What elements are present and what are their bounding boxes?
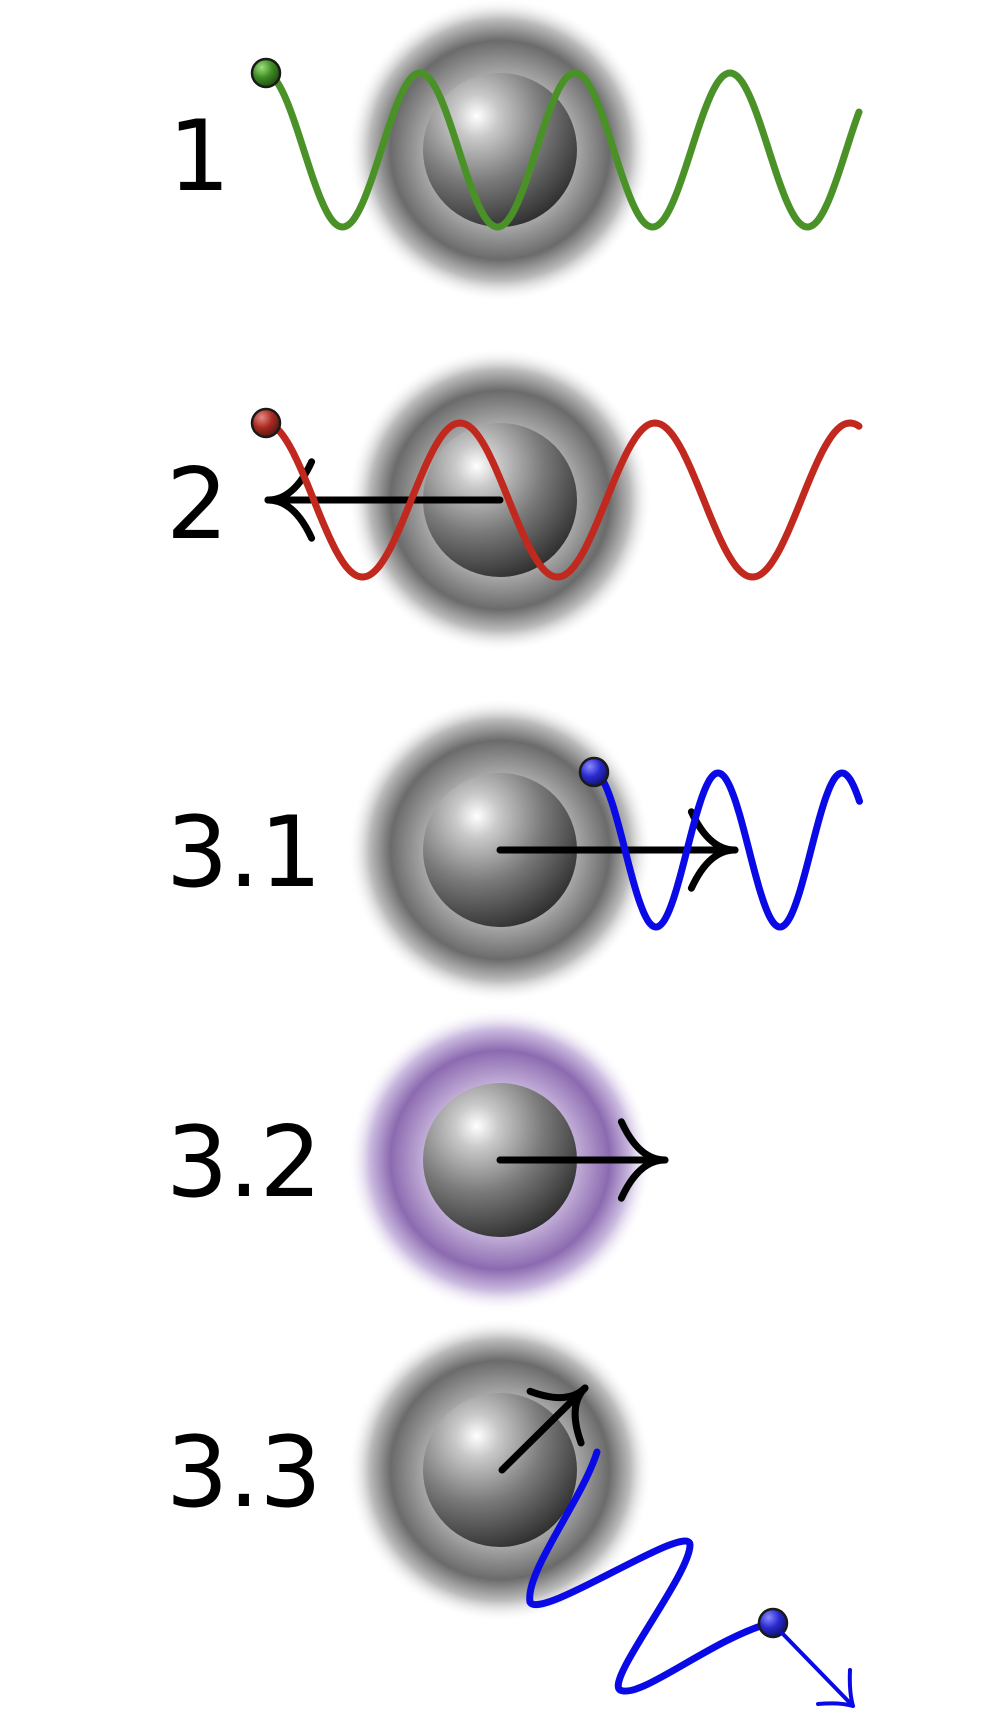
panel-3-1-arrow-right-head: [687, 808, 739, 892]
panel-3-3-emission-arrow-head: [816, 1668, 855, 1708]
panel-3-1-label: 3.1: [166, 796, 322, 910]
panel-3-1-blue-photon-wave: [590, 769, 863, 931]
panel-1-label: 1: [168, 100, 231, 214]
panel-3-3-arrow-diagonal-shaft: [498, 1384, 589, 1474]
panel-1-photon-dot: [250, 57, 282, 89]
panel-3-2-arrow-right-head: [617, 1118, 669, 1202]
panel-2-arrow-left-head: [264, 458, 316, 542]
panel-3-2-label: 3.2: [166, 1106, 322, 1220]
panel-3-1-photon-dot: [578, 756, 610, 788]
panel-1-atom-nucleus: [423, 73, 577, 227]
panel-3-3-label: 3.3: [166, 1416, 322, 1530]
panel-2-red-photon-wave: [261, 419, 863, 581]
panel-2-photon-dot: [250, 407, 282, 439]
panel-3-3-photon-dot: [757, 1607, 789, 1639]
panel-3-3-blue-photon-wave: [526, 1448, 774, 1695]
panel-2-label: 2: [166, 448, 229, 562]
panel-3-3-emission-arrow-shaft: [780, 1631, 855, 1708]
panel-3-3-arrow-diagonal-head: [526, 1384, 589, 1447]
panel-1-green-photon-wave: [261, 69, 863, 231]
